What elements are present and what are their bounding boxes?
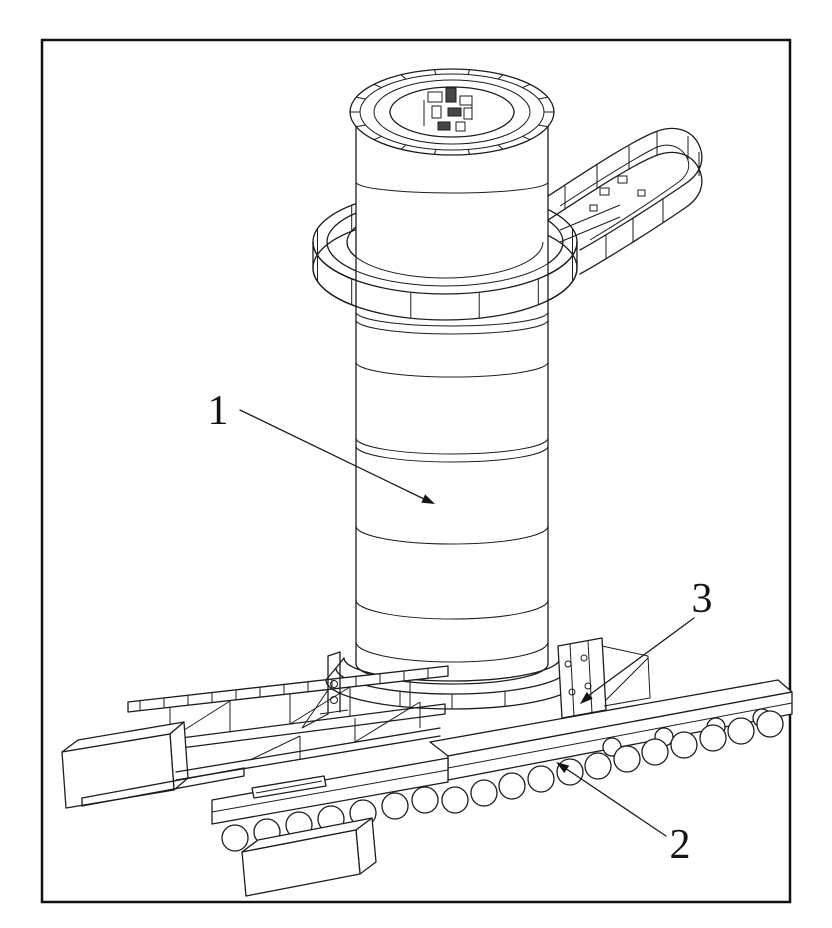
callout-1: 1 — [208, 388, 435, 504]
wheel — [527, 765, 555, 793]
callout-2: 2 — [556, 762, 691, 868]
callouts: 1 2 3 — [208, 388, 713, 868]
wheel — [727, 717, 755, 745]
vessel-internals — [423, 87, 473, 132]
wheel — [441, 786, 469, 814]
callout-2-label: 2 — [670, 822, 691, 868]
flange-bolt-ticks — [350, 69, 554, 155]
guardrail-posts-near — [317, 255, 573, 319]
wheel — [613, 745, 641, 773]
callout-1-leader — [239, 409, 425, 500]
left-transporter-bed — [211, 757, 449, 852]
left-power-block — [61, 721, 189, 809]
callout-3-label: 3 — [692, 576, 713, 622]
wheel — [584, 752, 612, 780]
callout-3: 3 — [580, 576, 713, 704]
wheel — [641, 738, 669, 766]
left-wheel-row — [221, 786, 439, 852]
callout-2-arrowhead-icon — [556, 762, 570, 773]
right-clamp — [557, 637, 651, 719]
vessel-weld-seams — [355, 181, 549, 663]
left-clamp — [301, 651, 349, 729]
wheel — [470, 779, 498, 807]
wheel — [498, 772, 526, 800]
wheel — [756, 710, 784, 738]
wheel — [381, 792, 409, 820]
vessel-body — [335, 118, 569, 695]
transport-platform — [61, 637, 793, 897]
callout-1-label: 1 — [208, 388, 229, 434]
wheel — [670, 731, 698, 759]
right-transporter-bed — [429, 679, 793, 814]
figure-border — [40, 38, 792, 904]
wheel — [411, 786, 439, 814]
hatch-ticks — [139, 668, 429, 711]
wheel — [221, 824, 249, 852]
front-power-block — [241, 817, 377, 897]
extension-floor-details — [559, 175, 646, 243]
platform-extension — [544, 127, 703, 275]
wheel — [699, 724, 727, 752]
callout-3-leader — [587, 617, 695, 697]
callout-2-leader — [564, 767, 667, 837]
callout-1-arrowhead-icon — [421, 494, 435, 504]
vessel-top-flange — [349, 68, 555, 156]
upper-platform-front — [312, 241, 578, 321]
callout-3-arrowhead-icon — [580, 692, 593, 704]
frame-beams — [81, 701, 441, 807]
guardrail-posts-extension — [564, 131, 700, 259]
